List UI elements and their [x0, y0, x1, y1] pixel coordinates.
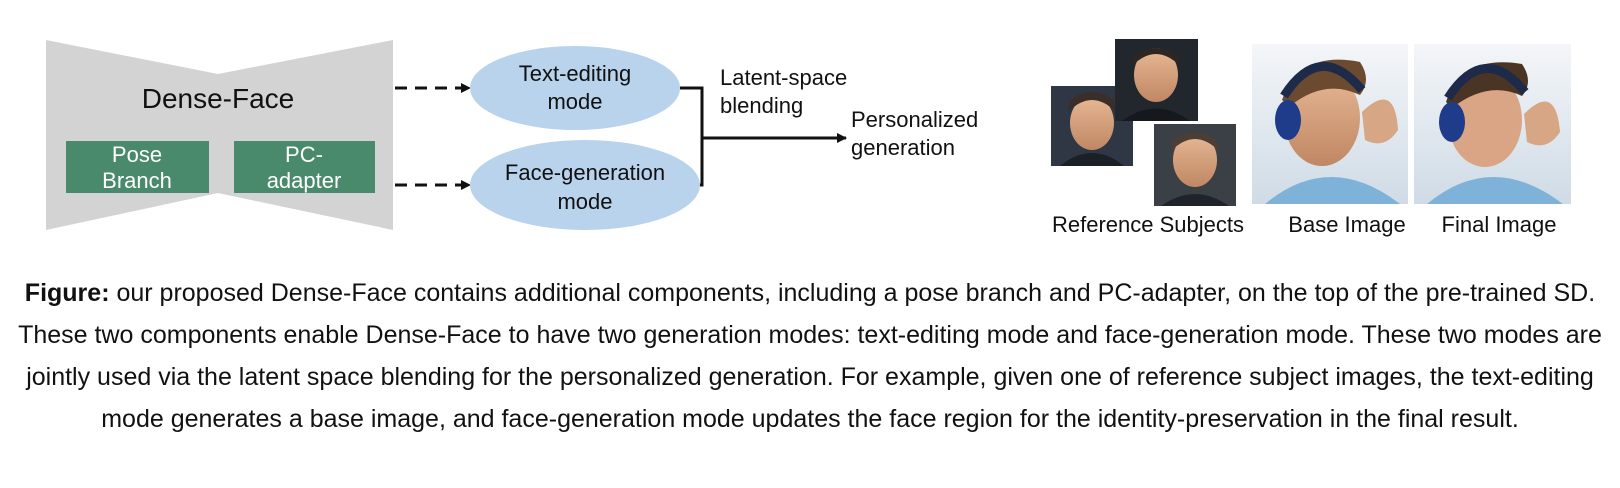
- pose-branch-label-2: Branch: [102, 168, 172, 193]
- face-generation-mode-label-1: Face-generation: [505, 160, 665, 185]
- face-generation-mode-label-2: mode: [557, 189, 612, 214]
- reference-subjects-label: Reference Subjects: [1052, 212, 1244, 237]
- base-image-label: Base Image: [1288, 212, 1405, 237]
- face-generation-mode-node: Face-generation mode: [470, 140, 700, 230]
- model-shape: [46, 40, 393, 230]
- reference-photo-1: [1051, 86, 1133, 166]
- reference-photo-3: [1154, 124, 1236, 206]
- base-image: [1252, 44, 1408, 204]
- pose-branch-label-1: Pose: [112, 142, 162, 167]
- blending-label-2: blending: [720, 93, 803, 118]
- final-image: [1414, 44, 1571, 204]
- figure-caption: Figure: our proposed Dense-Face contains…: [0, 272, 1620, 440]
- pc-adapter-label-1: PC-: [285, 142, 323, 167]
- dense-face-model-block: Dense-Face Pose Branch PC- adapter: [46, 40, 393, 230]
- pose-branch-box: Pose Branch: [66, 141, 209, 193]
- model-title: Dense-Face: [142, 83, 295, 114]
- text-editing-mode-label-2: mode: [547, 89, 602, 114]
- caption-lead: Figure:: [24, 279, 110, 307]
- pc-adapter-label-2: adapter: [267, 168, 342, 193]
- reference-subject-images: [1051, 39, 1236, 206]
- blending-connector: [680, 86, 847, 187]
- reference-photo-2: [1115, 39, 1198, 121]
- caption-body: our proposed Dense-Face contains additio…: [18, 279, 1602, 433]
- pc-adapter-box: PC- adapter: [234, 141, 375, 193]
- output-label-2: generation: [851, 135, 955, 160]
- text-editing-mode-label-1: Text-editing: [519, 61, 632, 86]
- output-label-1: Personalized: [851, 107, 978, 132]
- final-image-label: Final Image: [1442, 212, 1557, 237]
- text-editing-mode-node: Text-editing mode: [470, 46, 680, 130]
- blending-label-1: Latent-space: [720, 65, 847, 90]
- figure-diagram: Dense-Face Pose Branch PC- adapter Text-…: [46, 39, 1571, 237]
